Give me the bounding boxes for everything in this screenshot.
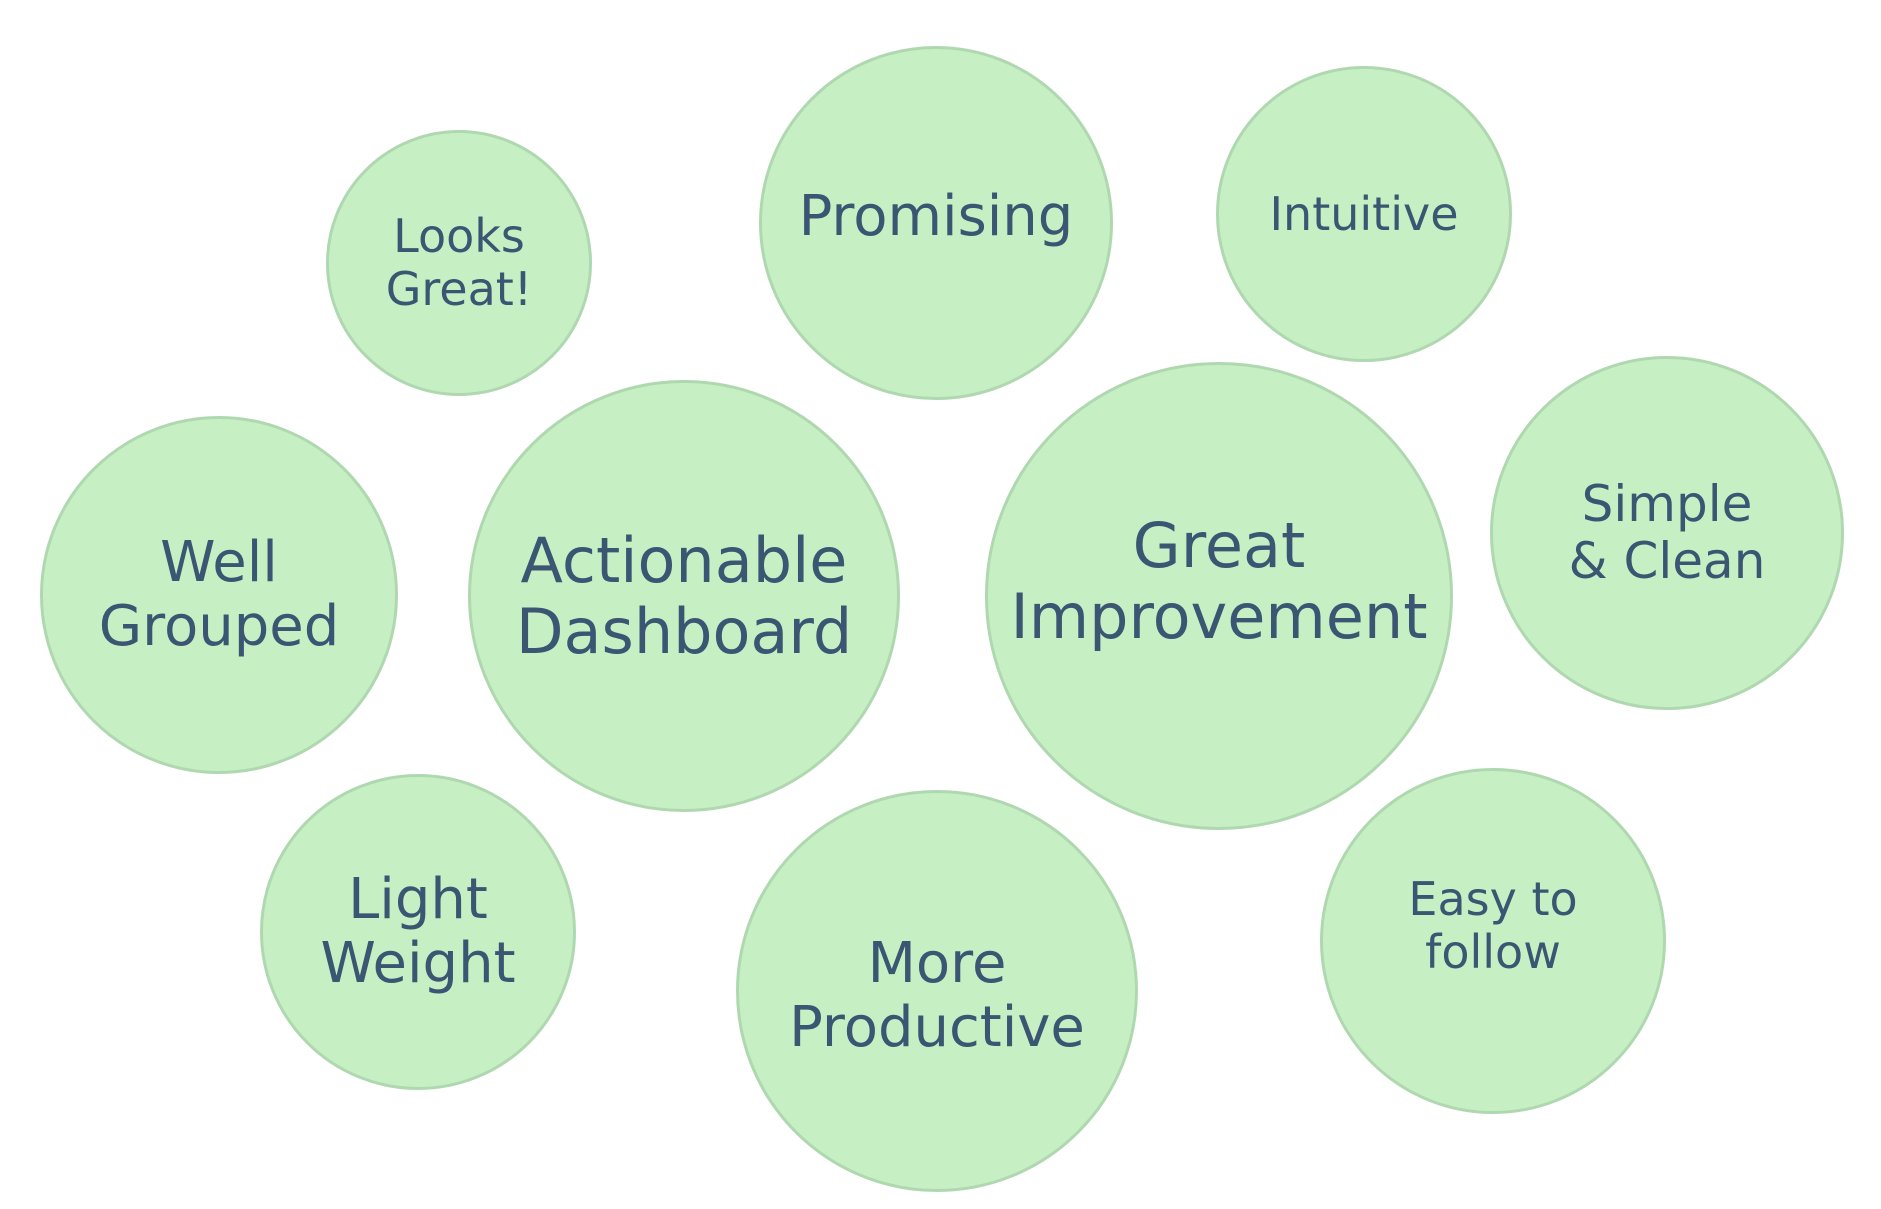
bubble-label-line: Productive	[789, 995, 1085, 1060]
bubble-label-line: Grouped	[98, 594, 340, 659]
bubble-label-line: Weight	[320, 931, 516, 996]
bubble-label: Simple & Clean	[1568, 474, 1766, 591]
bubble-label: Well Grouped	[98, 529, 340, 660]
bubble-intuitive: Intuitive	[1216, 66, 1512, 362]
bubble-easy-to-follow: Easy to follow	[1320, 768, 1666, 1114]
bubble-label: Light Weight	[320, 866, 516, 997]
bubble-label: Intuitive	[1269, 186, 1459, 241]
bubble-label: Actionable Dashboard	[515, 523, 853, 668]
bubble-great-improvement: Great Improvement	[985, 362, 1453, 830]
bubble-label-line: follow	[1425, 925, 1561, 979]
bubble-label-line: Well	[160, 529, 278, 595]
bubble-label-line: & Clean	[1568, 532, 1766, 590]
bubble-label-line: Great	[1132, 508, 1306, 582]
bubble-label-line: Easy to	[1408, 872, 1578, 927]
bubble-label: Looks Great!	[386, 210, 533, 316]
bubble-label-line: Intuitive	[1269, 186, 1459, 241]
bubble-light-weight: Light Weight	[260, 774, 576, 1090]
bubble-label-line: Light	[348, 866, 488, 932]
bubble-label-line: Looks	[393, 209, 525, 264]
bubble-label-line: More	[867, 930, 1007, 996]
bubble-label-line: Dashboard	[515, 595, 853, 668]
bubble-well-grouped: Well Grouped	[40, 416, 398, 774]
bubble-label-line: Simple	[1581, 474, 1753, 533]
bubble-label: Easy to follow	[1408, 873, 1577, 979]
bubble-label-line: Actionable	[520, 523, 848, 597]
bubble-label: Promising	[798, 183, 1074, 249]
bubble-label: Great Improvement	[1010, 508, 1428, 653]
bubble-label-line: Great!	[385, 262, 533, 316]
bubble-simple-clean: Simple & Clean	[1490, 356, 1844, 710]
bubble-label: More Productive	[789, 930, 1085, 1061]
bubble-more-productive: More Productive	[736, 790, 1138, 1192]
bubble-label-line: Promising	[798, 183, 1074, 249]
bubble-promising: Promising	[759, 46, 1113, 400]
bubble-label-line: Improvement	[1010, 580, 1428, 653]
bubble-looks-great: Looks Great!	[326, 130, 592, 396]
bubble-actionable-dashboard: Actionable Dashboard	[468, 380, 900, 812]
